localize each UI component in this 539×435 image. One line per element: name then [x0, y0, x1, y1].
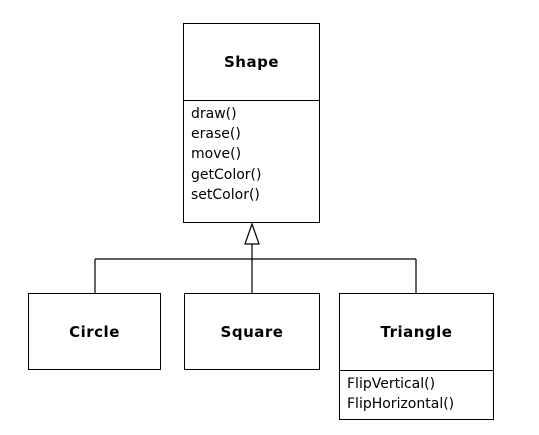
- circle-class-name: Circle: [69, 322, 120, 341]
- operation-setcolor: setColor(): [191, 186, 260, 203]
- generalization-arrowhead: [244, 222, 260, 245]
- triangle-class: Triangle FlipVertical() FlipHorizontal(): [339, 293, 494, 420]
- square-class-name: Square: [220, 322, 284, 341]
- operation-erase: erase(): [191, 126, 241, 143]
- triangle-operations: FlipVertical() FlipHorizontal(): [340, 370, 493, 423]
- operation-getcolor: getColor(): [191, 166, 262, 183]
- shape-class: Shape draw() erase() move() getColor() s…: [183, 23, 320, 223]
- shape-class-name: Shape: [223, 53, 279, 71]
- operation-fliphorizontal: FlipHorizontal(): [347, 396, 455, 413]
- circle-class: Circle: [28, 293, 161, 370]
- triangle-class-name: Triangle: [380, 323, 453, 341]
- shape-operations: draw() erase() move() getColor() setColo…: [184, 100, 319, 224]
- operation-move: move(): [191, 146, 242, 163]
- operation-flipvertical: FlipVertical(): [347, 376, 436, 392]
- square-class: Square: [184, 293, 320, 370]
- operation-draw: draw(): [191, 106, 237, 122]
